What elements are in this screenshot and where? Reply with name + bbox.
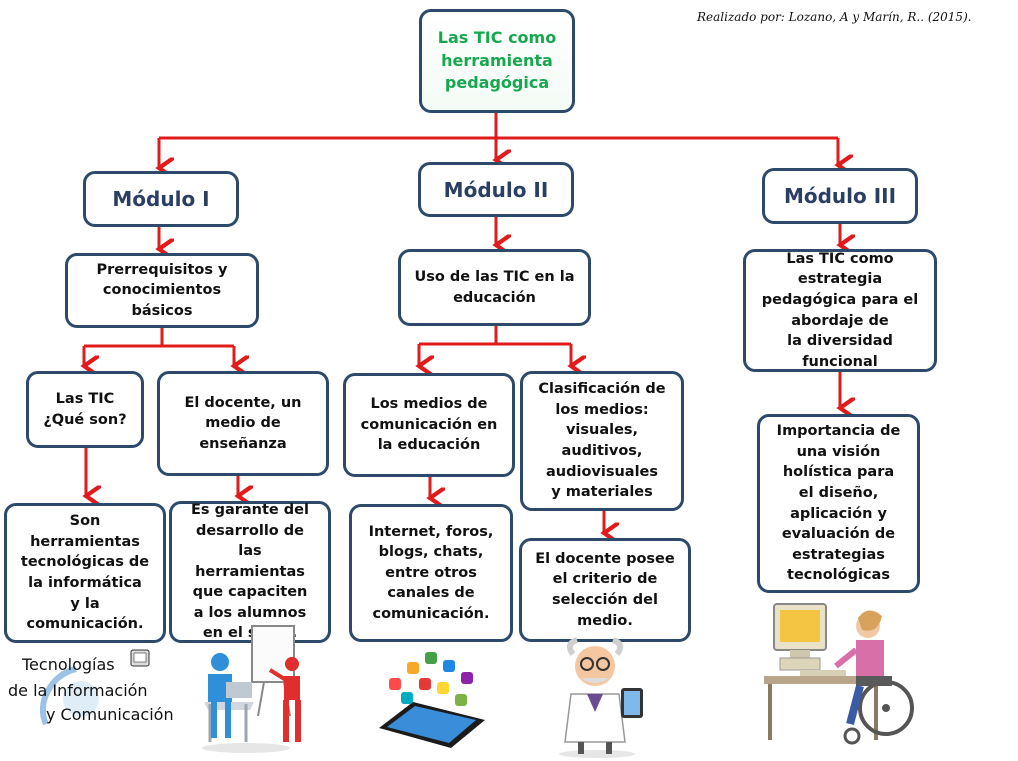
wheelchair-computer-user-icon: [764, 603, 914, 745]
module-2-node: Módulo II: [418, 162, 574, 217]
tic-logo-line-1: Tecnologías: [21, 655, 115, 674]
detail-2a-node: Internet, foros, blogs, chats, entre otr…: [349, 504, 513, 642]
detail-1a-node: Son herramientas tecnológicas de la info…: [4, 503, 166, 643]
tic-logo-line-2: de la Información: [8, 681, 148, 700]
detail-1b-node: Es garante del desarrollo de las herrami…: [169, 501, 331, 643]
professor-with-tablet-icon: [559, 637, 643, 758]
module-1-node: Módulo I: [83, 171, 239, 227]
module-3-node: Módulo III: [762, 168, 918, 224]
author-credit: Realizado por: Lozano, A y Marín, R.. (2…: [697, 10, 972, 24]
topic-2-node: Uso de las TIC en la educación: [398, 249, 591, 326]
branch-1b-node: El docente, un medio de enseñanza: [157, 371, 329, 476]
detail-2b-node: El docente posee el criterio de selecció…: [519, 538, 691, 642]
detail-3-node: Importancia de una visión holística para…: [757, 414, 920, 593]
tic-logo-line-3: y Comunicación: [46, 705, 174, 724]
tablet-apps-icon: [379, 652, 485, 748]
topic-3-node: Las TIC como estrategia pedagógica para …: [743, 249, 937, 372]
topic-1-node: Prerrequisitos y conocimientos básicos: [65, 253, 259, 328]
branch-2a-node: Los medios de comunicación en la educaci…: [343, 373, 515, 477]
root-node: Las TIC como herramienta pedagógica: [419, 9, 575, 113]
branch-2b-node: Clasificación de los medios: visuales, a…: [520, 371, 684, 511]
teacher-at-board-icon: [202, 625, 301, 753]
tic-logo: Tecnologías de la Información y Comunica…: [8, 649, 174, 726]
branch-1a-node: Las TIC ¿Qué son?: [26, 371, 144, 448]
